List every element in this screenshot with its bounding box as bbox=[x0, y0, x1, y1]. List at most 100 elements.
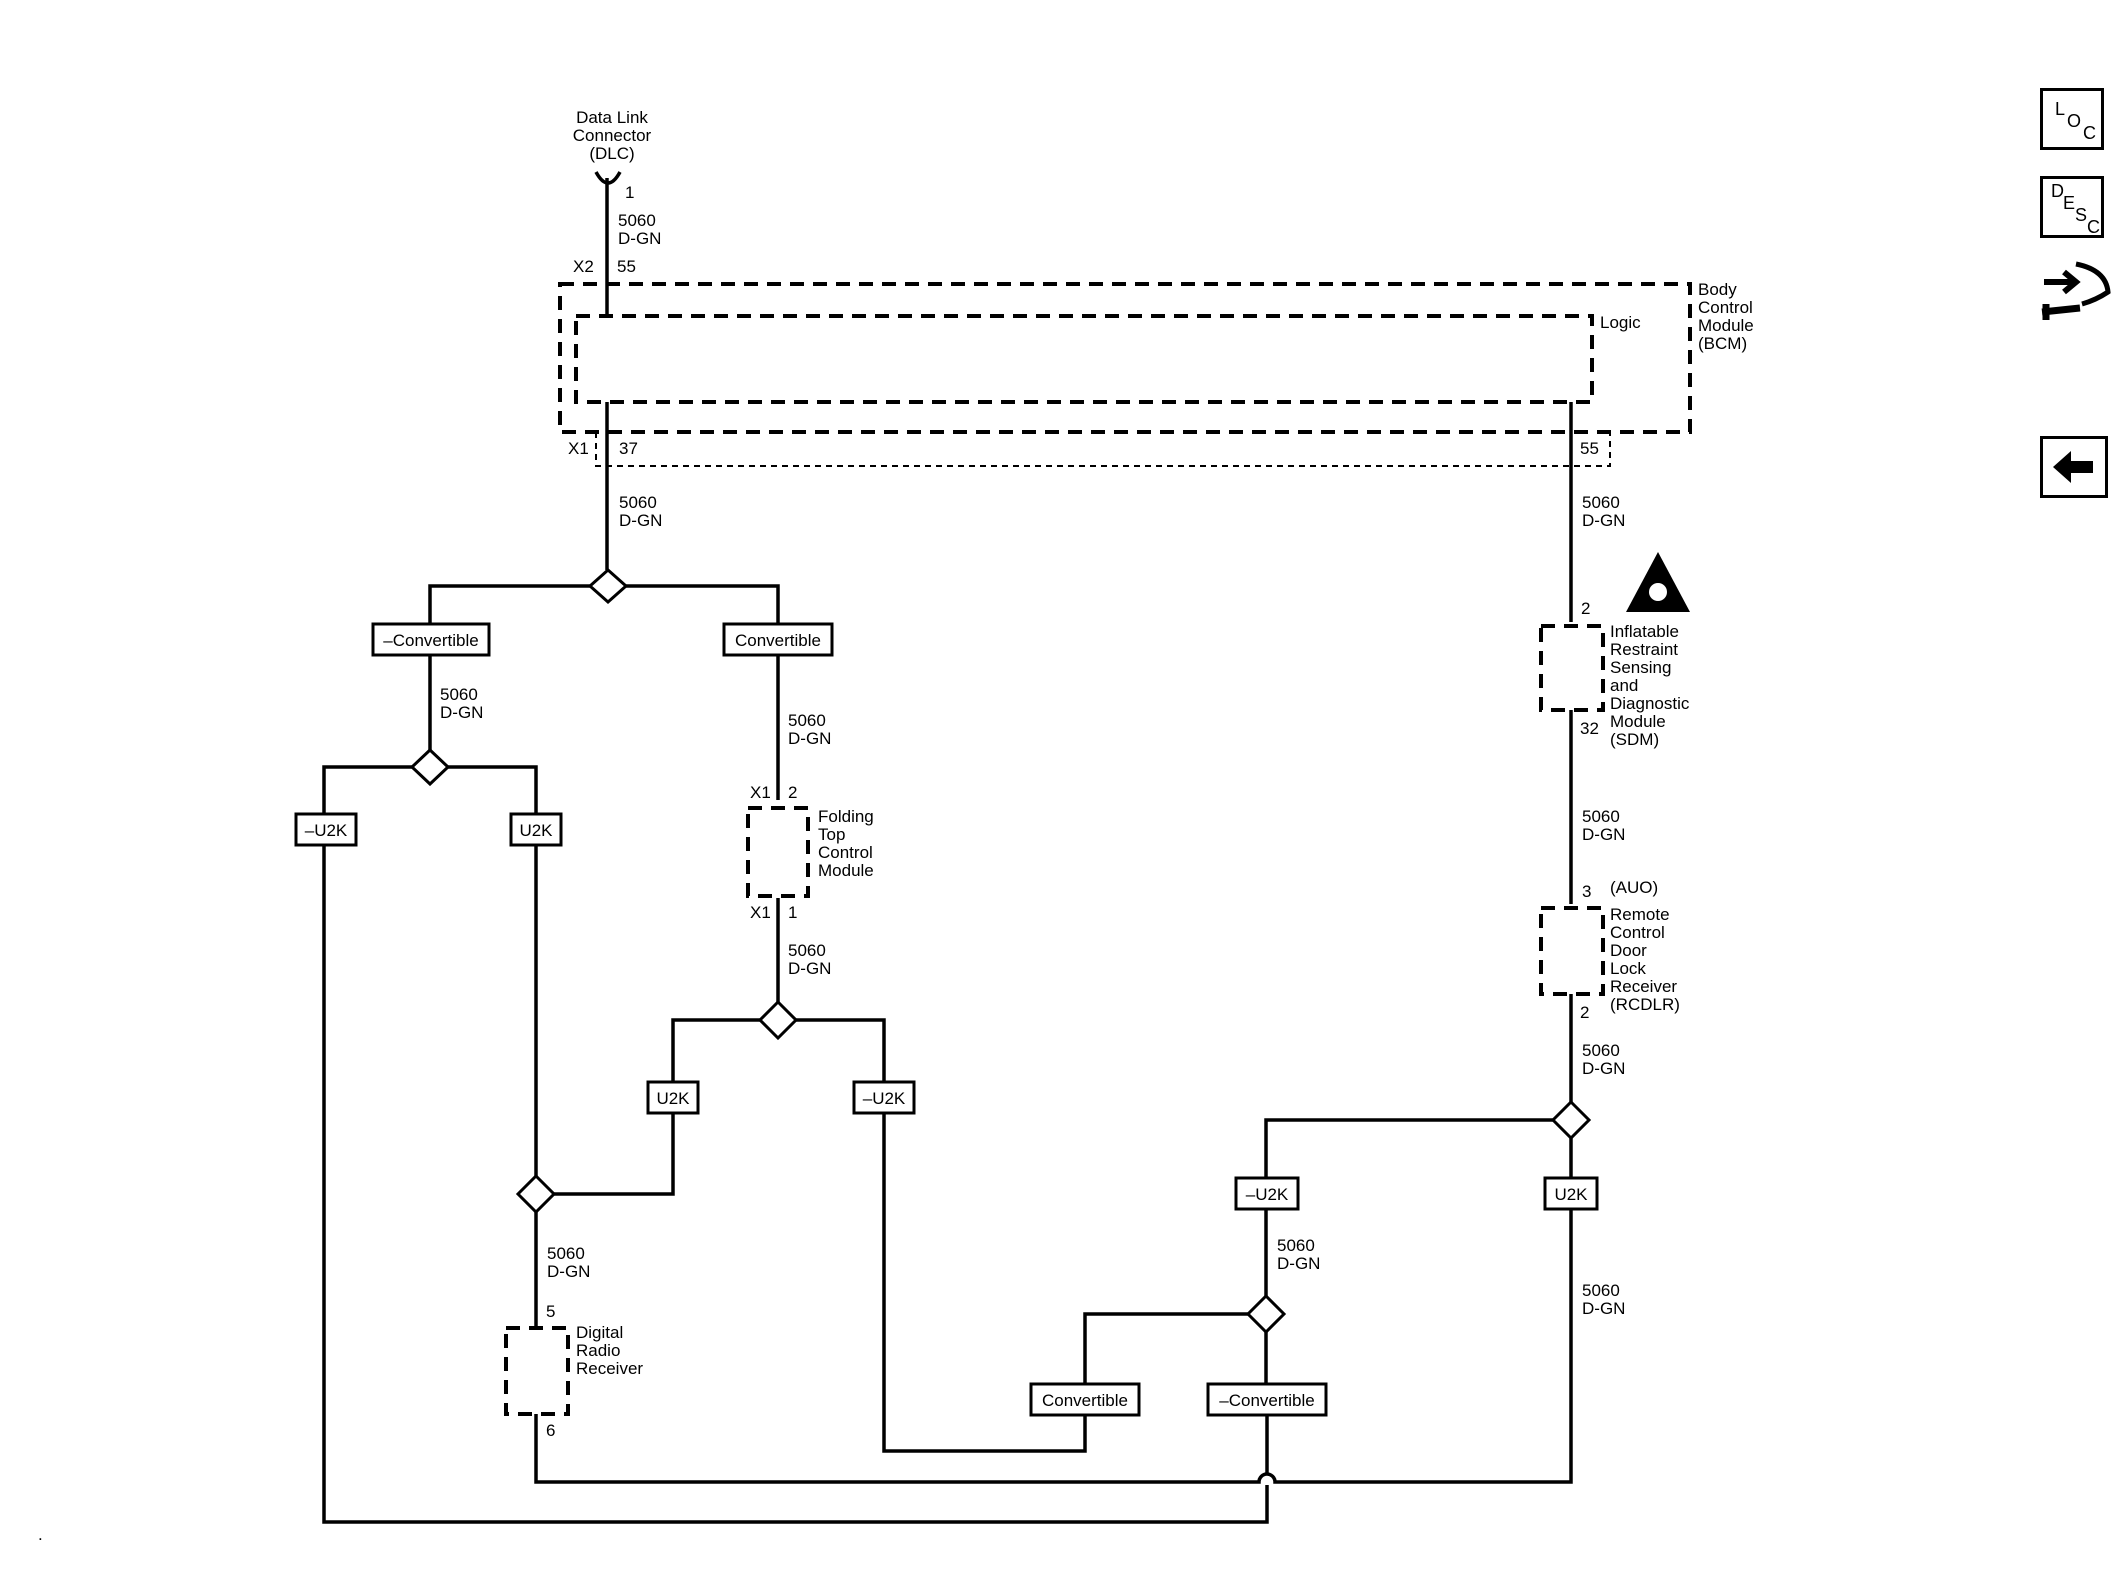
bcm-module: X2 55 Logic Body Control Module (BCM) X1… bbox=[558, 257, 1754, 467]
wire-circuit: 5060 bbox=[788, 711, 826, 730]
option-label: U2K bbox=[1554, 1185, 1588, 1204]
sdm-label-2: Restraint bbox=[1610, 640, 1678, 659]
wire-split-6 bbox=[1083, 1312, 1268, 1384]
sdm-label-5: Diagnostic bbox=[1610, 694, 1690, 713]
ftcm-x1-b: X1 bbox=[750, 903, 771, 922]
wire-color: D-GN bbox=[1582, 825, 1625, 844]
sdm-label-3: Sensing bbox=[1610, 658, 1671, 677]
wire-circuit: 5060 bbox=[1582, 1041, 1620, 1060]
wire-circuit: 5060 bbox=[547, 1244, 585, 1263]
description-button[interactable]: D E S C bbox=[2040, 176, 2104, 238]
rcdlr-pin-a: 3 bbox=[1582, 882, 1591, 901]
option-label: Convertible bbox=[735, 631, 821, 650]
wire-circuit: 5060 bbox=[1582, 493, 1620, 512]
bcm-label-3: Module bbox=[1698, 316, 1754, 335]
wire-split-4 bbox=[671, 1018, 886, 1082]
desc-letter-c: C bbox=[2087, 217, 2100, 237]
wire-color: D-GN bbox=[547, 1262, 590, 1281]
option-no-u2k-1: –U2K bbox=[294, 812, 358, 847]
option-no-u2k-2: –U2K bbox=[852, 1080, 916, 1115]
wire-circuit: 5060 bbox=[618, 211, 656, 230]
option-label: –Convertible bbox=[1219, 1391, 1314, 1410]
wire-color: D-GN bbox=[618, 229, 661, 248]
wire-color: D-GN bbox=[619, 511, 662, 530]
ftcm-label-1: Folding bbox=[818, 807, 874, 826]
drr-pin-b: 6 bbox=[546, 1421, 555, 1440]
wire-circuit: 5060 bbox=[619, 493, 657, 512]
ftcm-label-2: Top bbox=[818, 825, 845, 844]
loc-letter-c: C bbox=[2083, 123, 2096, 143]
ftcm-pin-a: 2 bbox=[788, 783, 797, 802]
dlc-connector: Data Link Connector (DLC) 1 bbox=[573, 108, 652, 202]
connector-repair-icon[interactable] bbox=[2036, 252, 2116, 332]
rcdlr-label-4: Lock bbox=[1610, 959, 1646, 978]
bcm-pin-55: 55 bbox=[1580, 439, 1599, 458]
bcm-x1-pin: 37 bbox=[619, 439, 638, 458]
option-u2k-3: U2K bbox=[1543, 1176, 1599, 1211]
wire-color: D-GN bbox=[788, 729, 831, 748]
option-no-convertible-2: –Convertible bbox=[1206, 1382, 1328, 1417]
ftcm-pin-b: 1 bbox=[788, 903, 797, 922]
option-label: –U2K bbox=[305, 821, 348, 840]
sdm-pin-a: 2 bbox=[1581, 599, 1590, 618]
drr-label-2: Radio bbox=[576, 1341, 620, 1360]
option-no-u2k-3: –U2K bbox=[1234, 1176, 1300, 1211]
wire-no-u2k-return bbox=[322, 845, 1269, 1524]
drr-label-3: Receiver bbox=[576, 1359, 643, 1378]
dlc-label-1: Data Link bbox=[576, 108, 648, 127]
sdm-label-7: (SDM) bbox=[1610, 730, 1659, 749]
folding-top-control-module: X1 2 Folding Top Control Module X1 1 bbox=[746, 783, 874, 922]
back-button[interactable] bbox=[2040, 436, 2108, 498]
splice-3 bbox=[515, 1173, 557, 1215]
bcm-x1-label: X1 bbox=[568, 439, 589, 458]
dlc-label-3: (DLC) bbox=[589, 144, 634, 163]
rcdlr-label-6: (RCDLR) bbox=[1610, 995, 1680, 1014]
wire-circuit: 5060 bbox=[1582, 807, 1620, 826]
option-convertible-2: Convertible bbox=[1029, 1382, 1141, 1417]
desc-letter-s: S bbox=[2075, 205, 2088, 225]
wire-color: D-GN bbox=[1582, 511, 1625, 530]
drr-label-1: Digital bbox=[576, 1323, 623, 1342]
bcm-x2-label: X2 bbox=[573, 257, 594, 276]
option-label: –U2K bbox=[1246, 1185, 1289, 1204]
ftcm-label-3: Control bbox=[818, 843, 873, 862]
splice-4 bbox=[757, 999, 799, 1041]
rcdlr-outline bbox=[1539, 906, 1605, 996]
loc-letter-o: O bbox=[2067, 111, 2082, 131]
location-button[interactable]: L O C bbox=[2040, 88, 2104, 150]
option-convertible-1: Convertible bbox=[722, 622, 834, 657]
option-u2k-2: U2K bbox=[646, 1080, 700, 1115]
dlc-pin: 1 bbox=[625, 183, 634, 202]
wire-circuit: 5060 bbox=[440, 685, 478, 704]
sdm-pin-b: 32 bbox=[1580, 719, 1599, 738]
desc-letter-e: E bbox=[2063, 193, 2076, 213]
bcm-label-1: Body bbox=[1698, 280, 1737, 299]
rcdlr-label-3: Door bbox=[1610, 941, 1647, 960]
wire-circuit: 5060 bbox=[1582, 1281, 1620, 1300]
wire-split-5 bbox=[1264, 1118, 1573, 1178]
back-arrow-icon bbox=[2053, 451, 2093, 483]
bcm-label-2: Control bbox=[1698, 298, 1753, 317]
wire-circuit: 5060 bbox=[788, 941, 826, 960]
bcm-x1-connector bbox=[595, 432, 1611, 467]
wire-no-u2k-to-convertible bbox=[882, 1113, 1087, 1453]
wire-drr-return bbox=[534, 1210, 1573, 1484]
option-label: U2K bbox=[519, 821, 553, 840]
sdm-label-1: Inflatable bbox=[1610, 622, 1679, 641]
rcdlr-label-1: Remote bbox=[1610, 905, 1670, 924]
wire-color: D-GN bbox=[1582, 1299, 1625, 1318]
rcdlr-label-0: (AUO) bbox=[1610, 878, 1658, 897]
drr-pin-a: 5 bbox=[546, 1302, 555, 1321]
wire-color: D-GN bbox=[1277, 1254, 1320, 1273]
rcdlr-label-5: Receiver bbox=[1610, 977, 1677, 996]
rcdlr-pin-b: 2 bbox=[1580, 1003, 1589, 1022]
bcm-label-4: (BCM) bbox=[1698, 334, 1747, 353]
wire-split-2 bbox=[322, 765, 538, 814]
option-label: –Convertible bbox=[383, 631, 478, 650]
wire-color: D-GN bbox=[1582, 1059, 1625, 1078]
bcm-outline bbox=[558, 282, 1692, 434]
bcm-logic-label: Logic bbox=[1600, 313, 1641, 332]
wire-color: D-GN bbox=[440, 703, 483, 722]
splice-2 bbox=[409, 747, 451, 787]
